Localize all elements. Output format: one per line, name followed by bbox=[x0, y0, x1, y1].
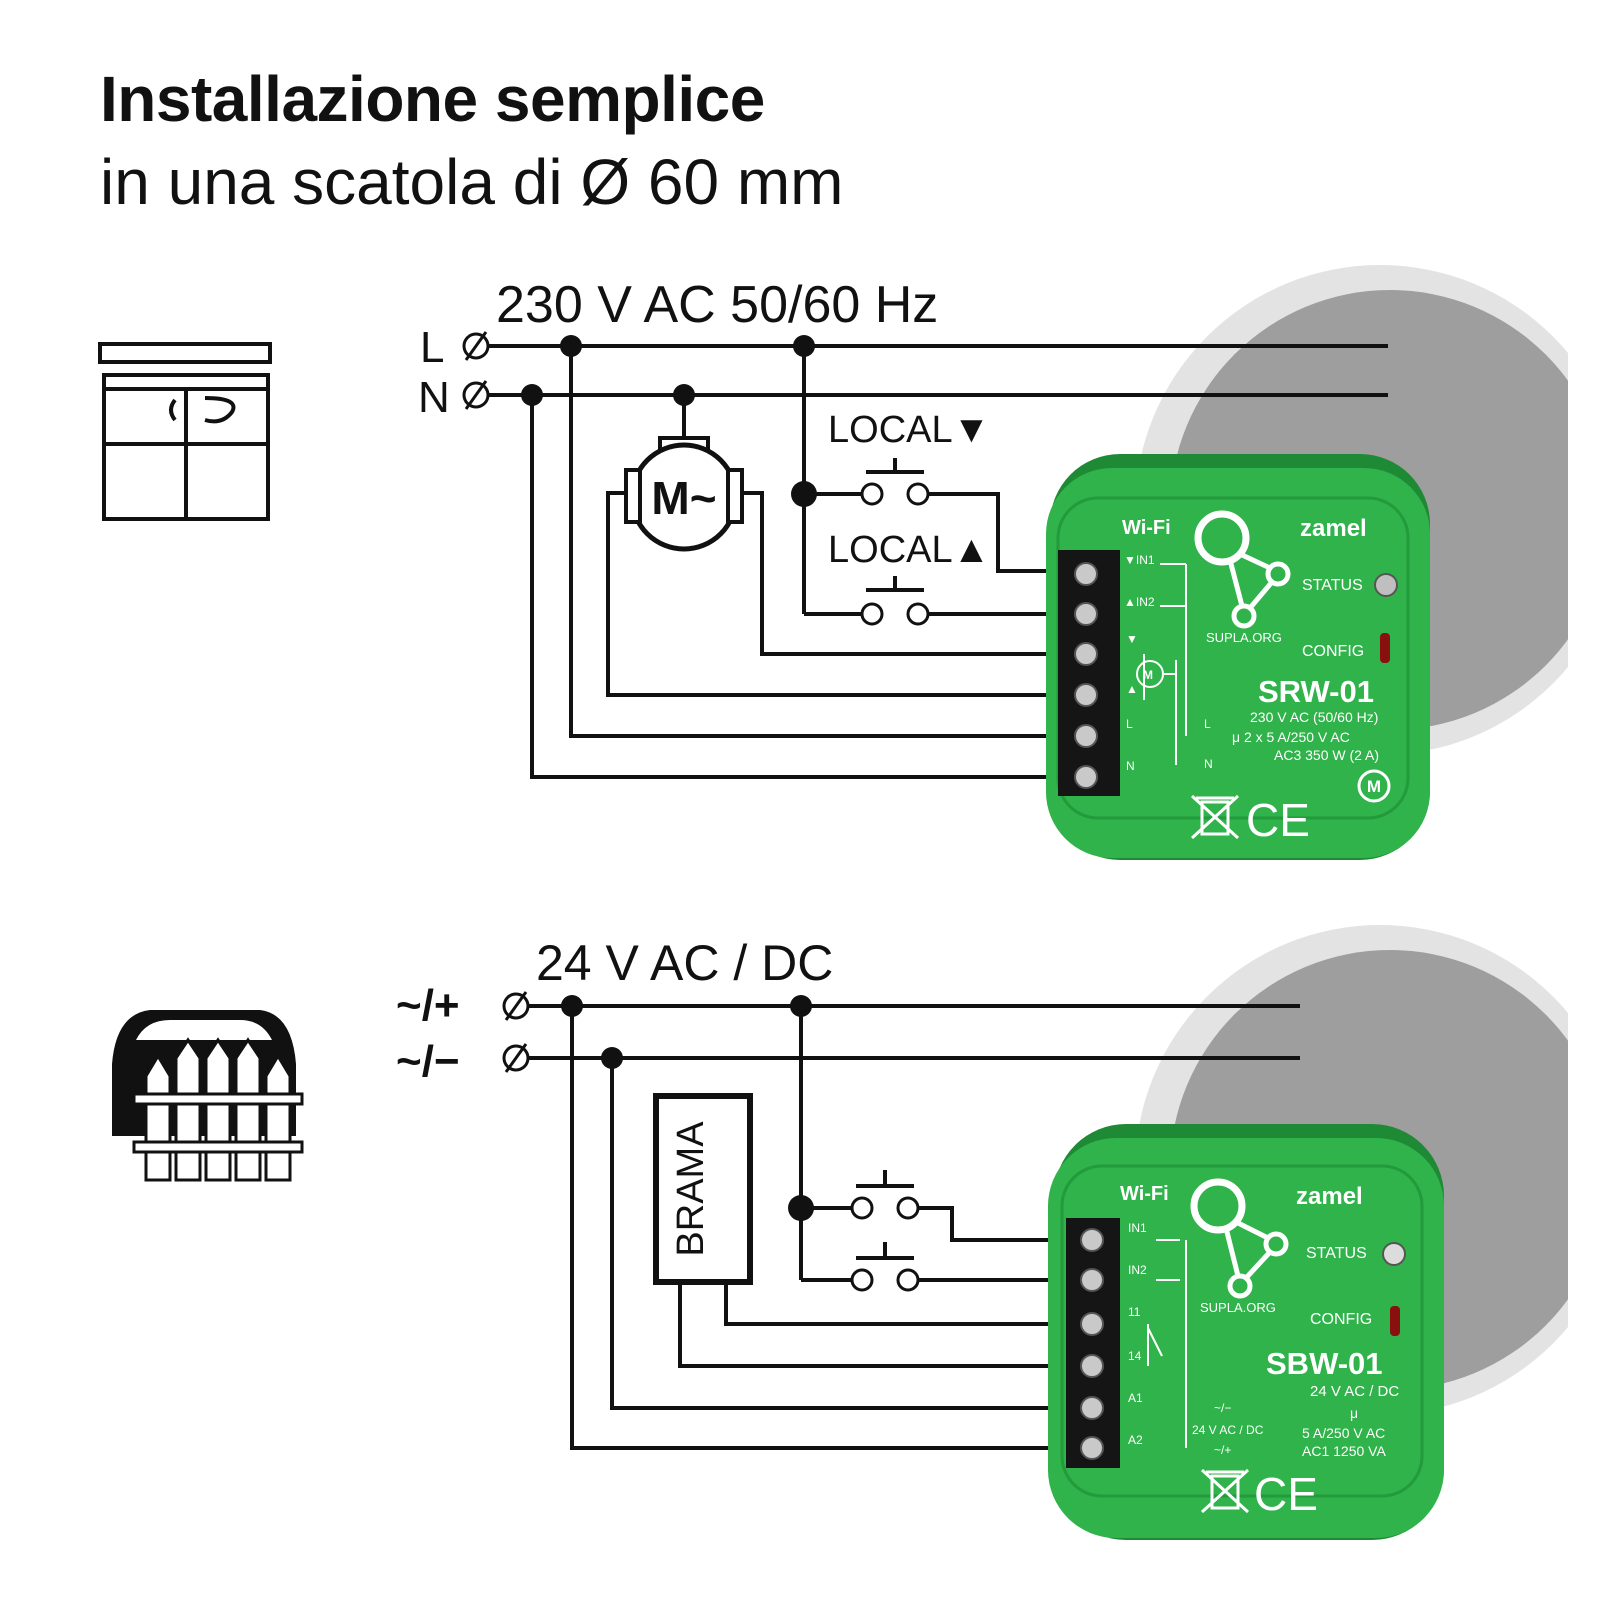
srw-term-up: ▲ bbox=[1126, 682, 1138, 696]
wire-button-in1 bbox=[918, 1206, 1090, 1242]
srw-term-L: L bbox=[1126, 717, 1133, 731]
wire-gate-to-14 bbox=[678, 1282, 1090, 1368]
page-subtitle: in una scatola di Ø 60 mm bbox=[100, 146, 844, 218]
sbw-supply-minus: ~/− bbox=[1214, 1401, 1231, 1415]
sbw-supply-plus: ~/+ bbox=[1214, 1443, 1231, 1457]
srw-status: STATUS bbox=[1302, 577, 1363, 594]
device-sbw01: Wi-Fi zamel SUPLA.ORG STATUS CONFIG SBW-… bbox=[1048, 1124, 1444, 1540]
sbw-brand: zamel bbox=[1296, 1183, 1363, 1210]
srw-config: CONFIG bbox=[1302, 643, 1364, 660]
sbw-status: STATUS bbox=[1306, 1245, 1367, 1262]
srw-term-in2: ▲IN2 bbox=[1124, 595, 1155, 609]
sbw-term-in1: IN1 bbox=[1128, 1221, 1147, 1235]
sbw-model: SBW-01 bbox=[1266, 1346, 1383, 1381]
sbw-terminal-block bbox=[1066, 1218, 1120, 1468]
device-srw01: Wi-Fi zamel SUPLA.ORG STATUS CONFIG SRW-… bbox=[1046, 454, 1430, 860]
line-L-label: L bbox=[420, 323, 444, 372]
sbw-site: SUPLA.ORG bbox=[1200, 1300, 1276, 1315]
wire-motor-right bbox=[742, 491, 1080, 656]
srw-ce: CE bbox=[1246, 794, 1310, 846]
window-blind-icon bbox=[98, 342, 272, 521]
sbw-config: CONFIG bbox=[1310, 1311, 1372, 1328]
srw-small-L: L bbox=[1204, 717, 1211, 731]
srw-m-badge: M bbox=[1367, 777, 1381, 796]
wire-L-to-device bbox=[569, 346, 1080, 738]
sbw-supply-mid: 24 V AC / DC bbox=[1192, 1423, 1264, 1437]
srw-spec1: 230 V AC (50/60 Hz) bbox=[1250, 709, 1378, 725]
top-supply-label: 230 V AC 50/60 Hz bbox=[496, 276, 938, 334]
wire-minus-to-A1 bbox=[610, 1058, 1090, 1410]
wire-N-to-device bbox=[530, 395, 1080, 779]
sbw-term-14: 14 bbox=[1128, 1349, 1142, 1363]
sbw-ce: CE bbox=[1254, 1468, 1318, 1520]
gate-label: BRAMA bbox=[670, 1121, 712, 1257]
bottom-wiring: 24 V AC / DC ~/+ ~/− BRAMA bbox=[396, 935, 1300, 1450]
line-N-label: N bbox=[418, 373, 450, 422]
bottom-supply-label: 24 V AC / DC bbox=[536, 935, 833, 991]
sbw-term-in2: IN2 bbox=[1128, 1263, 1147, 1277]
sbw-wifi: Wi-Fi bbox=[1120, 1183, 1169, 1205]
sbw-spec3: 5 A/250 V AC bbox=[1302, 1425, 1385, 1441]
srw-brand: zamel bbox=[1300, 515, 1367, 542]
page-title: Installazione semplice bbox=[100, 63, 765, 135]
wire-gate-to-11 bbox=[724, 1282, 1090, 1326]
sbw-term-A2: A2 bbox=[1128, 1433, 1143, 1447]
weee-bin-icon bbox=[1190, 794, 1240, 840]
wire-local-down bbox=[928, 492, 1080, 573]
car-gate-icon bbox=[112, 1010, 304, 1182]
srw-site: SUPLA.ORG bbox=[1206, 630, 1282, 645]
srw-term-N: N bbox=[1126, 759, 1135, 773]
weee-bin-icon bbox=[1200, 1468, 1250, 1514]
srw-term-in1: ▼IN1 bbox=[1124, 553, 1155, 567]
srw-term-down: ▼ bbox=[1126, 632, 1138, 646]
srw-small-N: N bbox=[1204, 757, 1213, 771]
sbw-term-11: 11 bbox=[1128, 1305, 1141, 1319]
wire-motor-left bbox=[606, 491, 1080, 697]
srw-mini-motor: M bbox=[1143, 668, 1153, 682]
sbw-term-A1: A1 bbox=[1128, 1391, 1143, 1405]
srw-spec3: AC3 350 W (2 A) bbox=[1274, 747, 1379, 763]
line-minus-label: ~/− bbox=[396, 1037, 460, 1086]
line-plus-label: ~/+ bbox=[396, 981, 460, 1030]
local-down-label: LOCAL▼ bbox=[828, 409, 990, 451]
gate-box bbox=[653, 1093, 753, 1285]
motor-symbol: M~ bbox=[624, 395, 744, 552]
srw-spec2: μ 2 x 5 A/250 V AC bbox=[1232, 729, 1350, 745]
srw-terminal-block bbox=[1058, 550, 1120, 796]
sbw-spec1: 24 V AC / DC bbox=[1310, 1383, 1399, 1400]
supla-logo bbox=[1190, 1178, 1289, 1299]
local-up-label: LOCAL▲ bbox=[828, 529, 990, 571]
motor-label: M~ bbox=[651, 472, 716, 524]
sbw-spec2: μ bbox=[1350, 1405, 1358, 1421]
srw-wifi: Wi-Fi bbox=[1122, 517, 1171, 539]
wire-plus-to-A2 bbox=[570, 1006, 1090, 1450]
srw-model: SRW-01 bbox=[1258, 674, 1374, 709]
supla-logo bbox=[1194, 510, 1291, 629]
top-wiring: 230 V AC 50/60 Hz L N bbox=[418, 276, 1388, 779]
sbw-spec4: AC1 1250 VA bbox=[1302, 1443, 1386, 1459]
